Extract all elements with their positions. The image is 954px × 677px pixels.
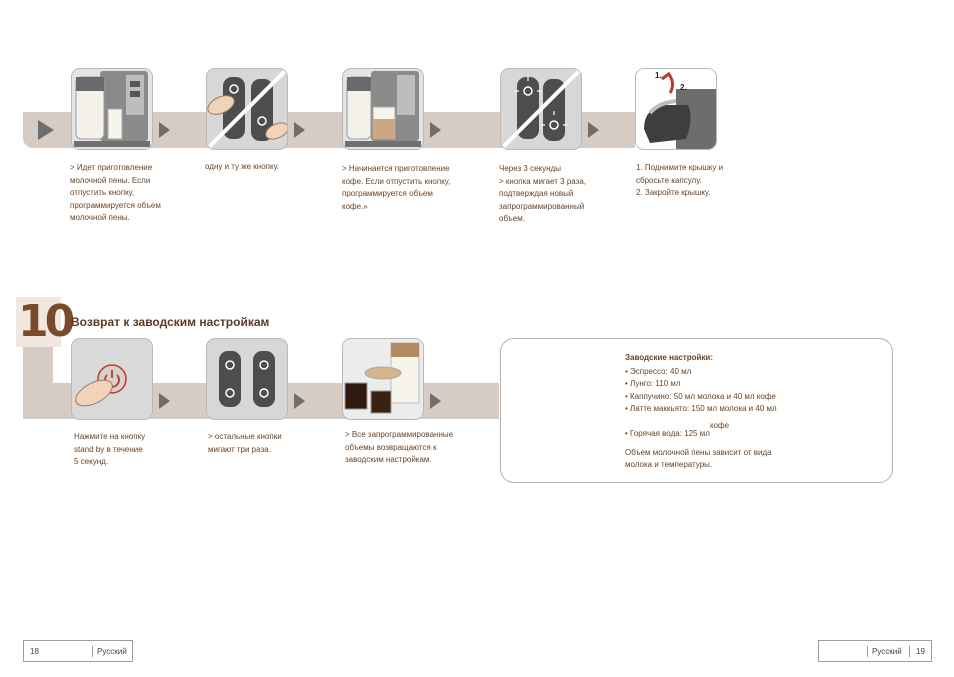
- footer-left: 18 Русский: [23, 640, 133, 662]
- step-arrow-icon: [294, 122, 305, 138]
- step-arrow-icon: [588, 122, 599, 138]
- footer-right: Русский 19: [818, 640, 932, 662]
- step-marker-1: 1.: [655, 71, 662, 80]
- step-caption: Через 3 секунды > кнопка мигает 3 раза, …: [499, 164, 586, 224]
- section-number: 10: [16, 296, 75, 347]
- page-number: 19: [916, 647, 925, 656]
- step-arrow-icon: [430, 122, 441, 138]
- footer-divider: [909, 646, 910, 657]
- step-image-press-button: [206, 68, 288, 150]
- step-image-standby-press: [71, 338, 153, 420]
- step-caption: одну и ту же кнопку.: [205, 162, 279, 171]
- page-number: 18: [30, 647, 39, 656]
- step-caption: Нажмите на кнопку stand by в течение 5 с…: [74, 432, 146, 467]
- step-caption: 1. Поднимите крышку и сбросьте капсулу. …: [636, 163, 724, 198]
- factory-setting-wrap-word: кофе: [710, 421, 730, 430]
- step-caption: > Начинается приготовление кофе. Если от…: [342, 164, 451, 211]
- step-arrow-icon: [159, 393, 170, 409]
- factory-settings-heading: Заводские настройки:: [625, 353, 713, 362]
- step-image-coffee-pour: [342, 68, 424, 150]
- footer-divider: [92, 646, 93, 657]
- step-marker-2: 2.: [680, 83, 687, 92]
- step-caption: > Все запрограммированные объемы возвращ…: [345, 430, 454, 465]
- factory-setting-hot-water: • Горячая вода: 125 мл: [625, 429, 710, 438]
- step-arrow-icon: [430, 393, 441, 409]
- step-arrow-icon: [159, 122, 170, 138]
- step-caption: > остальные кнопки мигают три раза.: [208, 432, 282, 454]
- factory-setting-item: • Лунго: 110 мл: [625, 379, 681, 388]
- factory-settings-note: молока и температуры.: [625, 460, 713, 469]
- bottom-step-vertical-band: [23, 347, 53, 385]
- footer-divider: [867, 646, 868, 657]
- factory-settings-note: Объем молочной пены зависит от вида: [625, 448, 772, 457]
- step-image-buttons-blink: [206, 338, 288, 420]
- section-title: Возврат к заводским настройкам: [71, 315, 270, 329]
- factory-setting-item: • Эспрессо: 40 мл: [625, 367, 692, 376]
- step-image-coffee-cups: [342, 338, 424, 420]
- step-arrow-icon: [294, 393, 305, 409]
- footer-language: Русский: [97, 647, 127, 656]
- step-caption: > Идет приготовление молочной пены. Если…: [70, 163, 161, 223]
- top-start-arrow-icon: [38, 120, 54, 140]
- step-image-lift-lid: 1. 2.: [635, 68, 717, 150]
- step-image-milk-froth: [71, 68, 153, 150]
- factory-setting-item: • Латте маккьято: 150 мл молока и 40 мл: [625, 404, 777, 413]
- footer-language: Русский: [872, 647, 902, 656]
- step-image-button-flash: [500, 68, 582, 150]
- factory-settings-panel: Заводские настройки: • Эспрессо: 40 мл •…: [500, 338, 893, 483]
- factory-setting-item: • Каппучино: 50 мл молока и 40 мл кофе: [625, 392, 776, 401]
